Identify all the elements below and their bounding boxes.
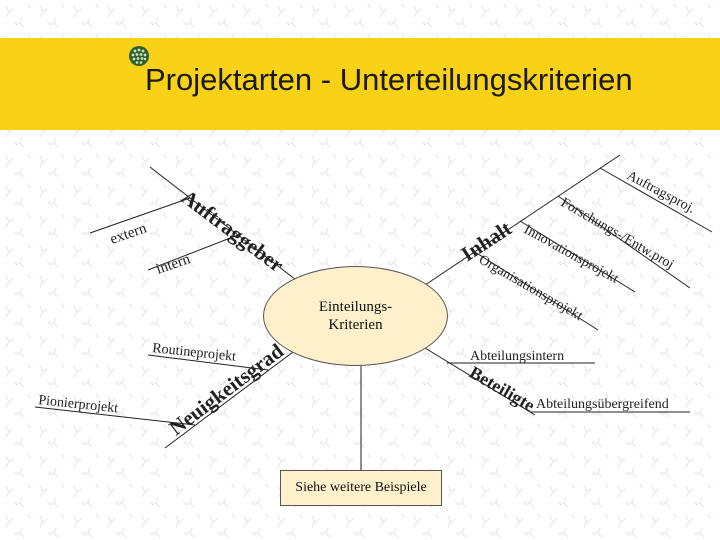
center-node-line2: Kriterien <box>328 316 382 334</box>
child-label-abteilungsuebergreifend: Abteilungsübergreifend <box>536 397 669 412</box>
center-node: Einteilungs- Kriterien <box>263 266 448 366</box>
child-label-intern: intern <box>154 251 193 278</box>
child-label-auftragsproj: Auftragsproj. <box>624 168 697 216</box>
child-label-organisation: Organisationsprojekt <box>476 252 585 324</box>
child-label-pionierprojekt: Pionierprojekt <box>38 393 119 416</box>
center-node-line1: Einteilungs- <box>319 298 392 316</box>
branch-label-auftraggeber: Auftraggeber <box>177 185 288 277</box>
branch-line-auftragsproj <box>600 168 712 232</box>
branch-label-beteiligte: Beteiligte <box>466 362 538 415</box>
more-examples-box: Siehe weitere Beispiele <box>280 470 442 506</box>
child-label-abteilungsintern: Abteilungsintern <box>470 349 564 364</box>
